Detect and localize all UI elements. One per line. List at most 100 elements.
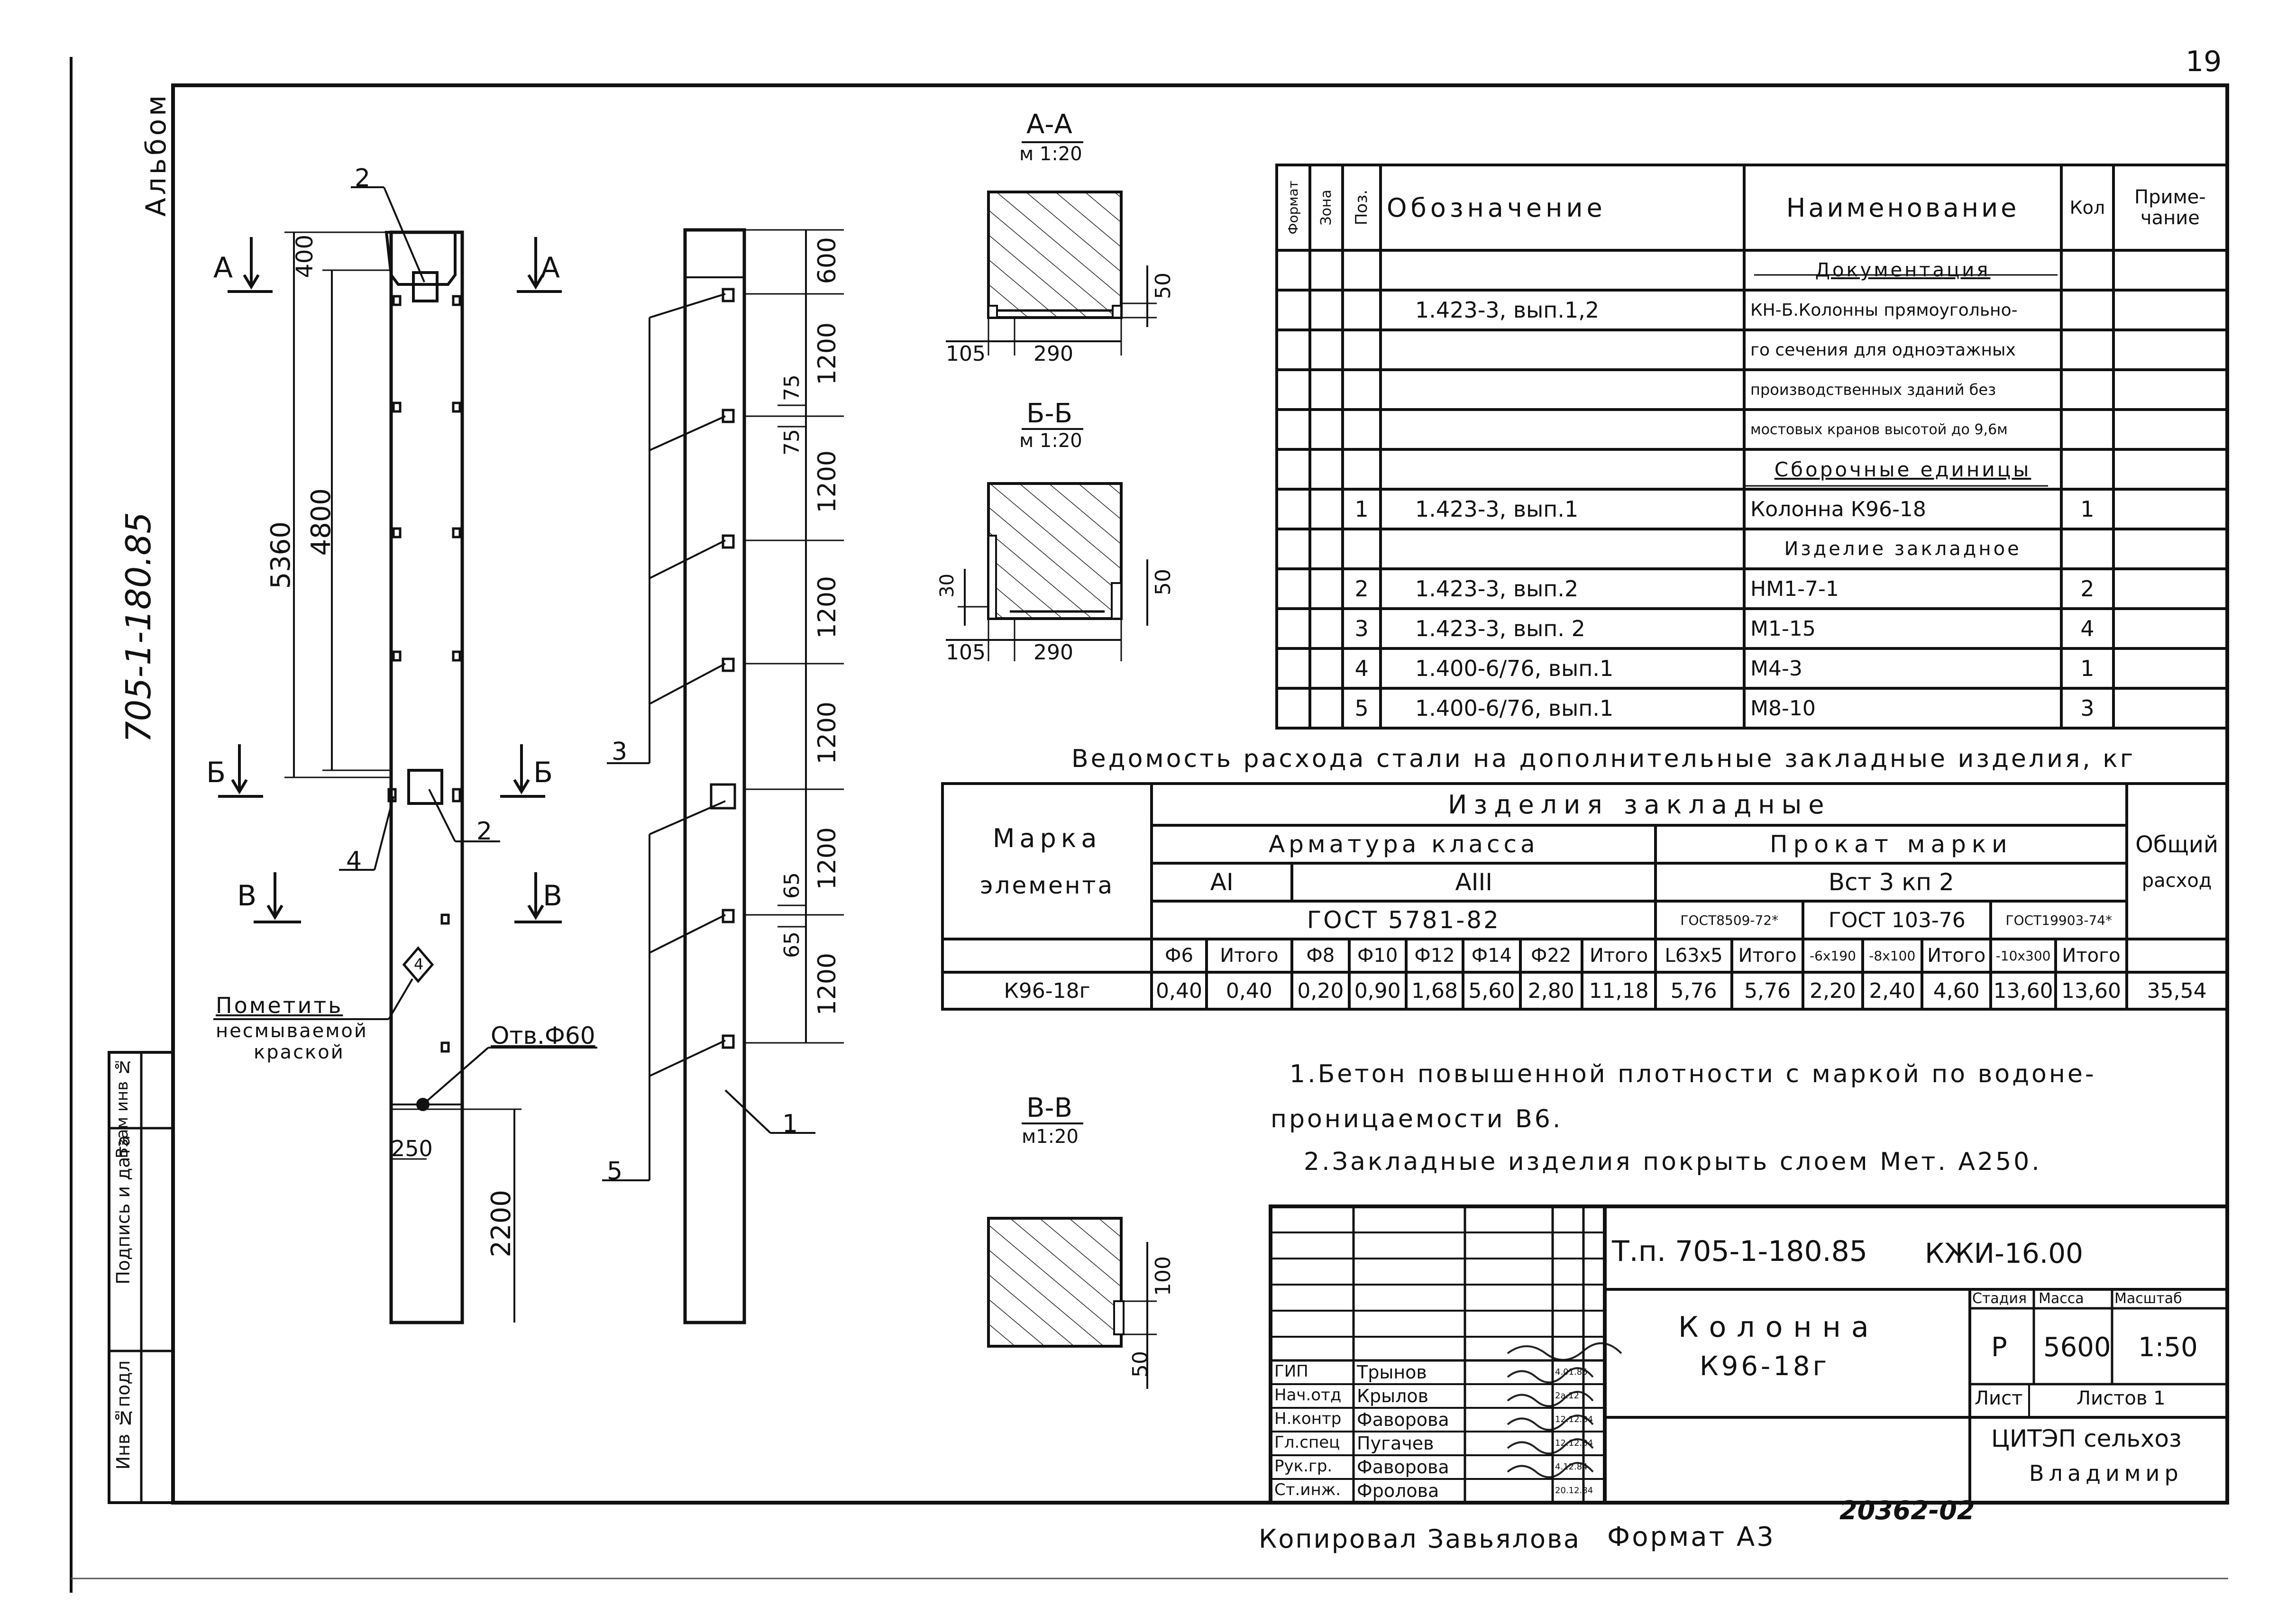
note-1-cont: проницаемости В6.: [1271, 1105, 1563, 1133]
spec-cell: Документация: [1743, 249, 2063, 292]
staff-name: Крылов: [1357, 1386, 1429, 1406]
spec-cell: [1275, 488, 1311, 530]
spec-cell: 3: [2060, 687, 2115, 730]
spec-row: производственных зданий без: [1275, 368, 2229, 411]
steel-column-header: Итого: [1580, 938, 1657, 974]
spec-cell: [1379, 249, 1746, 292]
sheets-label: Листов 1: [2076, 1387, 2166, 1409]
spec-row: го сечения для одноэтажных: [1275, 328, 2229, 371]
steel-gost-rebar: ГОСТ 5781-82: [1150, 900, 1657, 940]
spec-cell: [1275, 607, 1311, 650]
spec-cell: [1308, 528, 1345, 570]
organization-line2: Владимир: [2029, 1460, 2183, 1486]
spec-header-qty: Кол: [2060, 164, 2115, 252]
section-v-v: [987, 1122, 1157, 1389]
staff-date: 12.12.84: [1555, 1414, 1593, 1424]
spec-cell: [1308, 289, 1345, 331]
spec-cell: [1308, 448, 1345, 491]
spec-cell: 1.400-6/76, вып.1: [1379, 647, 1746, 690]
spec-row: Изделие закладное: [1275, 528, 2229, 570]
copied-by: Копировал Завьялова: [1259, 1524, 1581, 1554]
steel-value-cell: 11,18: [1580, 971, 1657, 1011]
steel-value-cell: 13,60: [2054, 971, 2129, 1011]
staff-name: Трынов: [1357, 1362, 1427, 1383]
spec-cell: [2060, 528, 2115, 570]
spec-cell: 1: [2060, 488, 2115, 530]
steel-value-cell: 2,20: [1802, 971, 1864, 1011]
spec-cell: 1.423-3, вып.2: [1379, 567, 1746, 610]
section-a-a: [946, 141, 1157, 356]
steel-value-cell: 2,40: [1861, 971, 1923, 1011]
spec-cell: [2112, 289, 2229, 331]
section-cut-marks: [218, 237, 562, 923]
spec-cell: М8-10: [1743, 687, 2063, 730]
section-mark-b-left: Б: [206, 756, 226, 789]
spec-cell: [2112, 687, 2229, 730]
steel-column-header: -8x100: [1861, 938, 1923, 974]
staff-role: Нач.отд: [1274, 1386, 1342, 1405]
spec-cell: [1275, 408, 1311, 451]
staff-name: Фаворова: [1357, 1409, 1449, 1430]
staff-date: 4.12.84: [1555, 1462, 1588, 1472]
steel-column-header: Ф10: [1347, 938, 1408, 974]
spec-cell: [1379, 408, 1746, 451]
spec-header-format: Формат: [1275, 164, 1311, 252]
steel-value-cell: 5,60: [1462, 971, 1522, 1011]
steel-column-header: Ф22: [1518, 938, 1583, 974]
steel-column-header: Ф14: [1462, 938, 1522, 974]
spec-cell: 1: [1341, 488, 1382, 530]
callout-4: 4: [346, 847, 362, 875]
spec-cell: [2112, 249, 2229, 292]
spec-row: Документация: [1275, 249, 2229, 292]
spec-cell: [1275, 448, 1311, 491]
callout-5: 5: [607, 1157, 623, 1186]
section-mark-b-right: Б: [533, 756, 553, 789]
spec-cell: [1275, 687, 1311, 730]
spec-cell: [2112, 408, 2229, 451]
steel-column-header: Итого: [1730, 938, 1805, 974]
steel-value-cell: 5,76: [1730, 971, 1805, 1011]
document-code: КЖИ-16.00: [1925, 1237, 2084, 1269]
callout-3: 3: [612, 738, 628, 766]
spec-cell: [1379, 528, 1746, 570]
page-number: 19: [2186, 45, 2222, 78]
section-mark-a-left: А: [213, 251, 233, 284]
steel-value-cell: 4,60: [1920, 971, 1993, 1011]
spec-cell: 1.400-6/76, вып.1: [1379, 687, 1746, 730]
spec-cell: [1308, 328, 1345, 371]
staff-name: Фролова: [1357, 1480, 1439, 1501]
staff-date: 2а.12: [1555, 1391, 1580, 1401]
section-b-b-title: Б-Б: [1026, 398, 1073, 429]
spec-cell: [2112, 528, 2229, 570]
mass-header: Масса: [2039, 1290, 2084, 1307]
steel-row-mark: К96-18г: [941, 971, 1153, 1011]
callout-2-top: 2: [355, 164, 371, 192]
spec-cell: [2060, 289, 2115, 331]
spec-cell: [2112, 328, 2229, 371]
spec-cell: [2060, 408, 2115, 451]
section-mark-v-right: В: [543, 879, 563, 912]
scale-header: Масштаб: [2114, 1290, 2182, 1307]
steel-table-title: Ведомость расхода стали на дополнительны…: [1071, 745, 2136, 773]
steel-total-spacer: [2125, 938, 2228, 974]
product-name-line2: К96-18г: [1700, 1351, 1829, 1382]
spec-cell: 5: [1341, 687, 1382, 730]
spec-cell: 2: [2060, 567, 2115, 610]
spec-cell: [1275, 368, 1311, 411]
spec-header-zone: Зона: [1308, 164, 1345, 252]
steel-class-aiii: АIII: [1290, 862, 1657, 903]
spec-cell: [2060, 328, 2115, 371]
spec-cell: [1308, 368, 1345, 411]
archive-number: 20362-02: [1839, 1496, 1975, 1525]
spec-cell: 4: [2060, 607, 2115, 650]
spec-cell: [1308, 647, 1345, 690]
section-b-b-dim-105: 105: [946, 640, 986, 665]
spec-cell: [1341, 368, 1382, 411]
spec-cell: [2112, 448, 2229, 491]
spec-header-name: Наименование: [1743, 164, 2063, 252]
mark-note-line2: несмываемой: [216, 1020, 368, 1042]
steel-reinforcement-header: Арматура класса: [1150, 824, 1657, 865]
section-b-b-scale: м 1:20: [1019, 430, 1082, 452]
